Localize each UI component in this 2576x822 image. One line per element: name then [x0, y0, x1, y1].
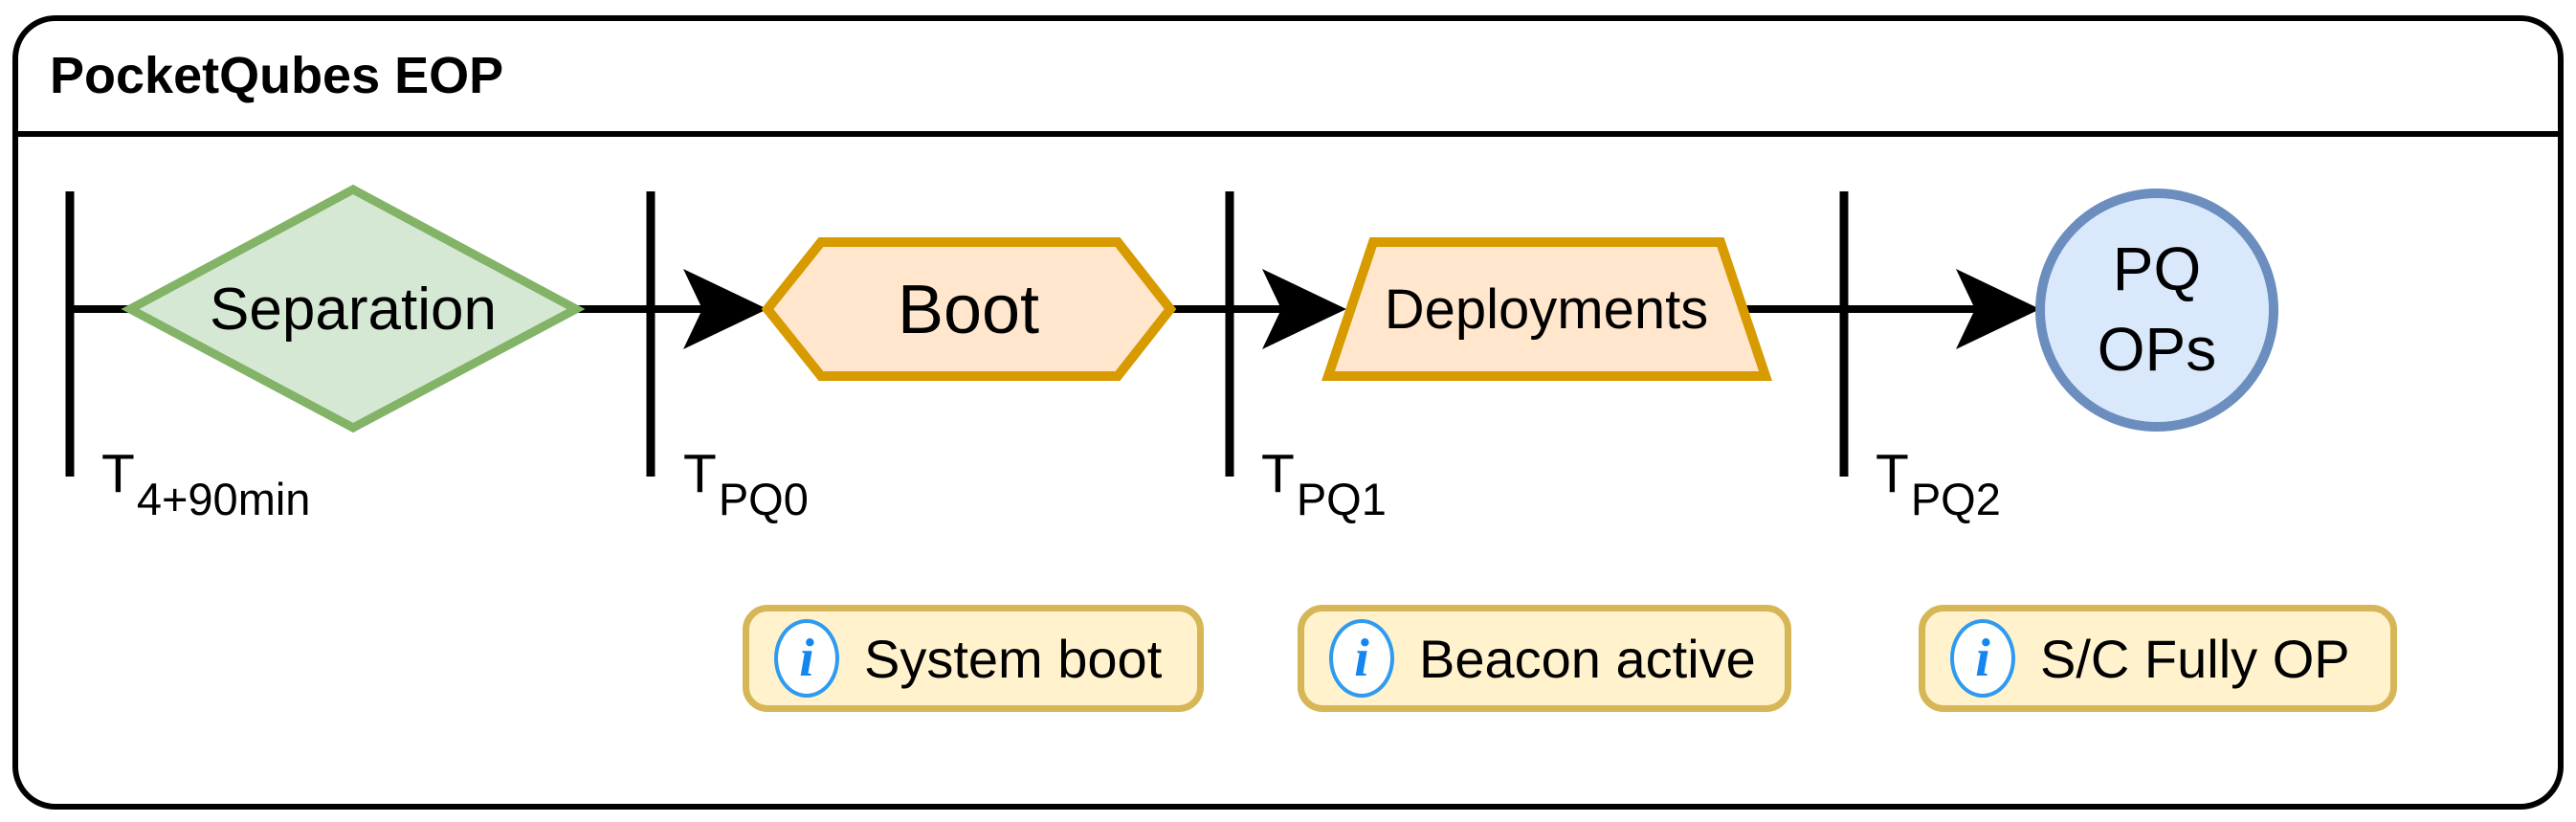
- pq-ops-label-line1: PQ: [2113, 234, 2201, 303]
- pq-ops-label-line2: OPs: [2098, 315, 2216, 384]
- tick-label-subscript: PQ2: [1910, 474, 2001, 524]
- tick-label-tpq1: TPQ1: [1261, 442, 1387, 524]
- separation-diamond-shape[interactable]: [121, 184, 586, 433]
- note-label: System boot: [864, 628, 1163, 689]
- info-icon: i: [774, 619, 839, 698]
- tick-label-subscript: 4+90min: [136, 474, 311, 524]
- info-icon: i: [1329, 619, 1394, 698]
- page-title: PocketQubes EOP: [50, 47, 504, 104]
- tick-label-main: T: [1261, 443, 1295, 504]
- separation-label: Separation: [210, 277, 497, 343]
- tick-label-tpq0: TPQ0: [683, 442, 809, 524]
- frame-border: [12, 15, 2564, 810]
- tick-label-subscript: PQ1: [1296, 474, 1387, 524]
- arrowhead-to-deployments: [1262, 269, 1346, 349]
- tick-label-main: T: [101, 443, 135, 504]
- note-beacon-active[interactable]: i Beacon active: [1298, 605, 1791, 712]
- arrowhead-to-boot: [683, 269, 767, 349]
- tick-label-t4-90min: T4+90min: [101, 442, 310, 524]
- deployments-trapezoid-shape[interactable]: [1321, 237, 1772, 381]
- tick-label-main: T: [683, 443, 717, 504]
- tick-label-subscript: PQ0: [718, 474, 809, 524]
- note-label: S/C Fully OP: [2040, 628, 2350, 689]
- note-label: Beacon active: [1419, 628, 1756, 689]
- boot-hexagon-shape[interactable]: [761, 237, 1177, 381]
- pq-ops-circle-shape[interactable]: [2035, 189, 2278, 432]
- info-icon: i: [1950, 619, 2015, 698]
- note-sc-fully-op[interactable]: i S/C Fully OP: [1919, 605, 2397, 712]
- deployments-label: Deployments: [1385, 278, 1708, 341]
- arrowhead-to-pq-ops: [1956, 269, 2040, 349]
- tick-label-tpq2: TPQ2: [1876, 442, 2001, 524]
- tick-label-main: T: [1876, 443, 1909, 504]
- boot-label: Boot: [898, 272, 1039, 348]
- note-system-boot[interactable]: i System boot: [743, 605, 1204, 712]
